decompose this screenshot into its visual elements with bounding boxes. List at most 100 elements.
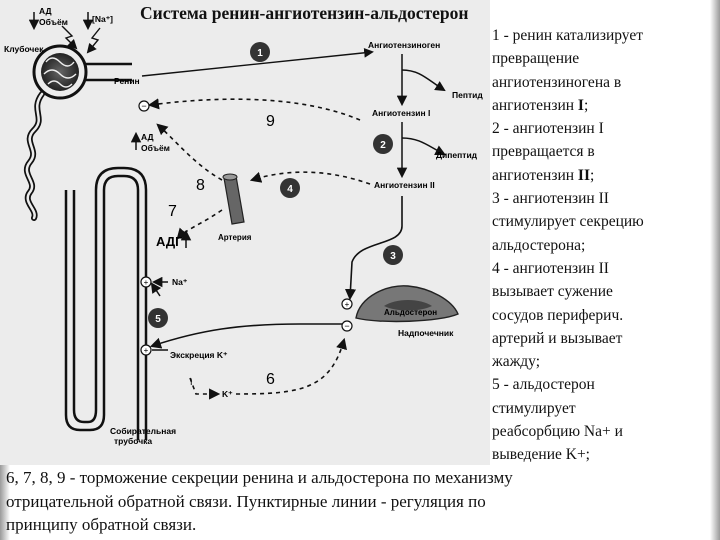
- collecting-duct-label-1: Собирательная: [110, 426, 176, 436]
- collecting-duct-label-2: трубочка: [114, 436, 152, 446]
- minus-node-renin: [138, 100, 150, 112]
- lightning-arrow-1: [61, 25, 78, 50]
- arrow-to-artery: [249, 171, 371, 185]
- volume-label-mid: Объём: [141, 143, 170, 153]
- legend-line: ангиотензин I;: [492, 94, 714, 117]
- arrow-to-aldosterone: [344, 196, 403, 301]
- dipeptide-label: Дипептид: [436, 150, 478, 160]
- artery: [222, 173, 245, 225]
- angiotensin1-label: Ангиотензин I: [372, 108, 430, 118]
- legend-text: 1 - ренин катализирует превращение ангио…: [492, 24, 714, 467]
- step-5: 5: [155, 314, 161, 325]
- step-3: 3: [390, 251, 396, 262]
- legend-line: 3 - ангиотензин II: [492, 190, 609, 208]
- feedback-7-line: [176, 209, 223, 240]
- step-2-circle: [373, 134, 393, 154]
- legend-line: жажду;: [492, 353, 541, 371]
- adh-label: АДГ: [156, 234, 183, 249]
- page-title: Система ренин-ангиотензин-альдостерон: [140, 3, 469, 23]
- k-dashed-arrow: [189, 377, 221, 400]
- step-9: 9: [266, 113, 275, 130]
- minus-sign-1: −: [141, 101, 146, 111]
- legend-fragment: ангиотензин: [492, 166, 578, 184]
- peptide-label: Пептид: [452, 90, 483, 100]
- plus-sign-na: +: [144, 278, 149, 287]
- legend-line: вызывает сужение: [492, 283, 613, 301]
- step-2: 2: [380, 140, 386, 151]
- volume-label-top: Объём: [39, 17, 68, 27]
- loop-of-henle: [64, 174, 140, 432]
- plus-node-na: [140, 276, 152, 288]
- legend-fragment: ангиотензин: [492, 96, 578, 114]
- aldosterone-label: Альдостерон: [384, 308, 437, 317]
- legend-fragment-bold: II: [577, 166, 590, 184]
- step-4: 4: [287, 184, 293, 195]
- arrow-to-dipeptide: [401, 137, 446, 155]
- angiotensin2-label: Ангиотензин II: [374, 180, 435, 190]
- raas-diagram: Собирательная трубочка АД Объём [Na⁺] Кл…: [0, 0, 490, 465]
- note-line: принципу обратной связи.: [6, 515, 197, 534]
- legend-line: превращается в: [492, 143, 595, 161]
- afferent-arteriole: [86, 62, 132, 82]
- artery-label: Артерия: [218, 233, 252, 242]
- legend-line: 2 - ангиотензин I: [492, 120, 604, 138]
- legend-line: 4 - ангиотензин II: [492, 259, 609, 277]
- legend-fragment: ;: [590, 166, 595, 184]
- plus-sign-k: +: [144, 346, 149, 355]
- legend-line: 5 - альдостерон: [492, 376, 595, 394]
- step-7: 7: [168, 203, 177, 220]
- renin-label: Ренин: [114, 76, 140, 86]
- feedback-9-line: [147, 98, 361, 121]
- minus-sign-aldo: −: [344, 321, 349, 331]
- ad-label-mid: АД: [141, 132, 154, 142]
- right-edge-shadow: [710, 0, 720, 540]
- plus-sign-aldo: +: [345, 300, 350, 309]
- legend-line: ангиотензин II;: [492, 164, 714, 187]
- note-line: отрицательной обратной связи. Пунктирные…: [6, 491, 486, 511]
- figure-background: [0, 0, 490, 465]
- aldosterone-effect-arrow: [149, 323, 344, 349]
- legend-line: альдостерона;: [492, 236, 586, 254]
- legend-line: реабсорбцию Na+ и: [492, 423, 623, 441]
- step-5-circle: [148, 308, 168, 328]
- ad-label-top: АД: [39, 6, 52, 16]
- adrenal-label: Надпочечник: [398, 328, 454, 338]
- minus-node-aldo: [341, 320, 353, 332]
- legend-line: ангиотензиногена в: [492, 73, 622, 91]
- adrenal-gland: [355, 285, 459, 323]
- renin-to-enzyme-arrow: [141, 47, 374, 77]
- legend-line: 1 - ренин катализирует: [492, 27, 643, 44]
- legend-line: сосудов периферич.: [492, 306, 624, 324]
- legend-line: стимулирует: [492, 399, 576, 417]
- to-na-arrow: [150, 282, 162, 297]
- step-3-circle: [383, 245, 403, 265]
- step-1-circle: [250, 42, 270, 62]
- step-6: 6: [266, 371, 275, 388]
- legend-fragment-bold: I: [577, 96, 584, 114]
- glomerulus: [32, 44, 88, 100]
- plus-node-k: [140, 344, 152, 356]
- glomerulus-label: Клубочек: [4, 44, 44, 54]
- note-line: 6, 7, 8, 9 - торможение секреции ренина …: [6, 468, 513, 487]
- step-4-circle: [280, 178, 300, 198]
- na-conc-label: [Na⁺]: [92, 14, 113, 24]
- legend-line: выведение K+;: [492, 446, 590, 464]
- plus-node-aldo: [341, 298, 353, 310]
- feedback-6-line: [235, 337, 347, 395]
- feedback-8-line: [156, 123, 223, 181]
- legend-line: стимулирует секрецию: [492, 213, 644, 231]
- na-plus-label: Na⁺: [172, 277, 188, 287]
- step-8: 8: [196, 177, 205, 194]
- legend-line: превращение: [492, 50, 580, 68]
- arrow-to-peptide: [401, 69, 446, 92]
- angiotensinogen-label: Ангиотензиноген: [368, 40, 440, 50]
- lightning-arrow-2: [86, 27, 101, 54]
- legend-fragment: ;: [583, 96, 589, 114]
- legend-line: артерий и вызывает: [492, 329, 623, 347]
- k-plus-label: K⁺: [222, 389, 233, 399]
- k-excretion-label: Экскреция K⁺: [170, 350, 228, 360]
- bottom-note: 6, 7, 8, 9 - торможение секреции ренина …: [6, 466, 712, 537]
- step-I: I: [190, 377, 193, 387]
- step-1: 1: [257, 48, 263, 59]
- collecting-duct: [136, 430, 148, 440]
